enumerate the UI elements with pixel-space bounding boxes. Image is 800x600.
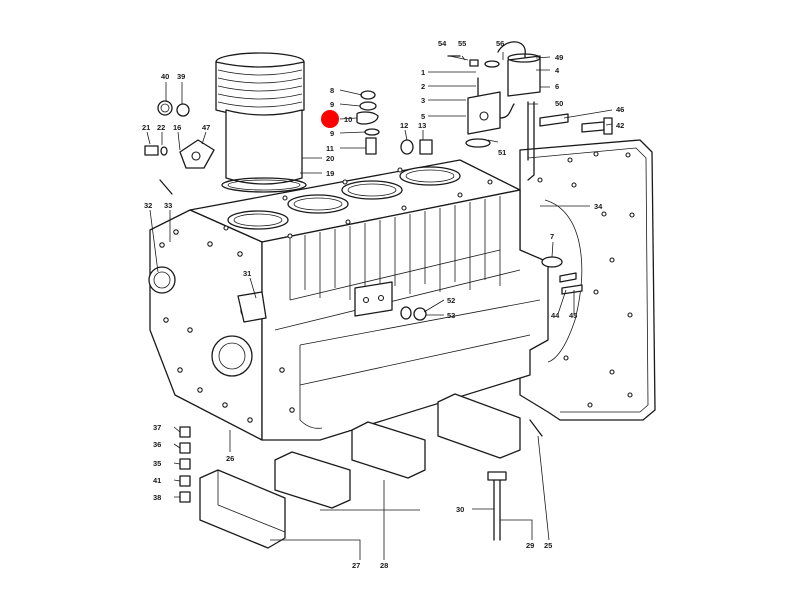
bearing-caps [199, 393, 543, 549]
label-31: 31 [243, 269, 251, 278]
label-8: 8 [330, 86, 334, 95]
label-27: 27 [352, 561, 360, 570]
cylinder-liner [215, 52, 307, 193]
label-9-lower: 9 [330, 129, 334, 138]
label-28: 28 [380, 561, 388, 570]
label-6: 6 [555, 82, 559, 91]
label-56: 56 [496, 39, 504, 48]
label-46: 46 [616, 105, 624, 114]
label-29: 29 [526, 541, 534, 550]
label-49: 49 [555, 53, 563, 62]
rear-plate [519, 139, 656, 421]
label-1: 1 [421, 68, 425, 77]
label-42: 42 [616, 121, 624, 130]
label-16: 16 [173, 123, 181, 132]
label-36: 36 [153, 440, 161, 449]
label-41: 41 [153, 476, 161, 485]
highlight-marker [321, 110, 339, 128]
label-26: 26 [226, 454, 234, 463]
label-34: 34 [594, 202, 603, 211]
label-9-upper: 9 [330, 100, 334, 109]
label-53: 53 [447, 311, 455, 320]
label-11: 11 [326, 144, 334, 153]
label-25: 25 [544, 541, 552, 550]
leader-lines [146, 52, 613, 560]
label-7: 7 [550, 232, 554, 241]
engine-block [148, 159, 549, 441]
label-55: 55 [458, 39, 466, 48]
oil-pump-assembly [447, 41, 541, 181]
label-33: 33 [164, 201, 172, 210]
label-20: 20 [326, 154, 334, 163]
label-44: 44 [551, 311, 560, 320]
label-13: 13 [418, 121, 426, 130]
label-54: 54 [438, 39, 447, 48]
label-38: 38 [153, 493, 161, 502]
label-50: 50 [555, 99, 563, 108]
label-40: 40 [161, 72, 169, 81]
label-12: 12 [400, 121, 408, 130]
label-52: 52 [447, 296, 455, 305]
label-32: 32 [144, 201, 152, 210]
label-35: 35 [153, 459, 161, 468]
label-4: 4 [555, 66, 560, 75]
label-2: 2 [421, 82, 425, 91]
label-3: 3 [421, 96, 425, 105]
label-21: 21 [142, 123, 150, 132]
label-45: 45 [569, 311, 577, 320]
label-10: 10 [344, 115, 352, 124]
label-51: 51 [498, 148, 506, 157]
label-30: 30 [456, 505, 464, 514]
label-5: 5 [421, 112, 425, 121]
label-39: 39 [177, 72, 185, 81]
callout-labels: 54 55 56 49 4 6 50 1 2 3 5 51 46 42 8 9 … [142, 39, 624, 570]
label-22: 22 [157, 123, 165, 132]
label-37: 37 [153, 423, 161, 432]
label-47: 47 [202, 123, 210, 132]
label-19: 19 [326, 169, 334, 178]
